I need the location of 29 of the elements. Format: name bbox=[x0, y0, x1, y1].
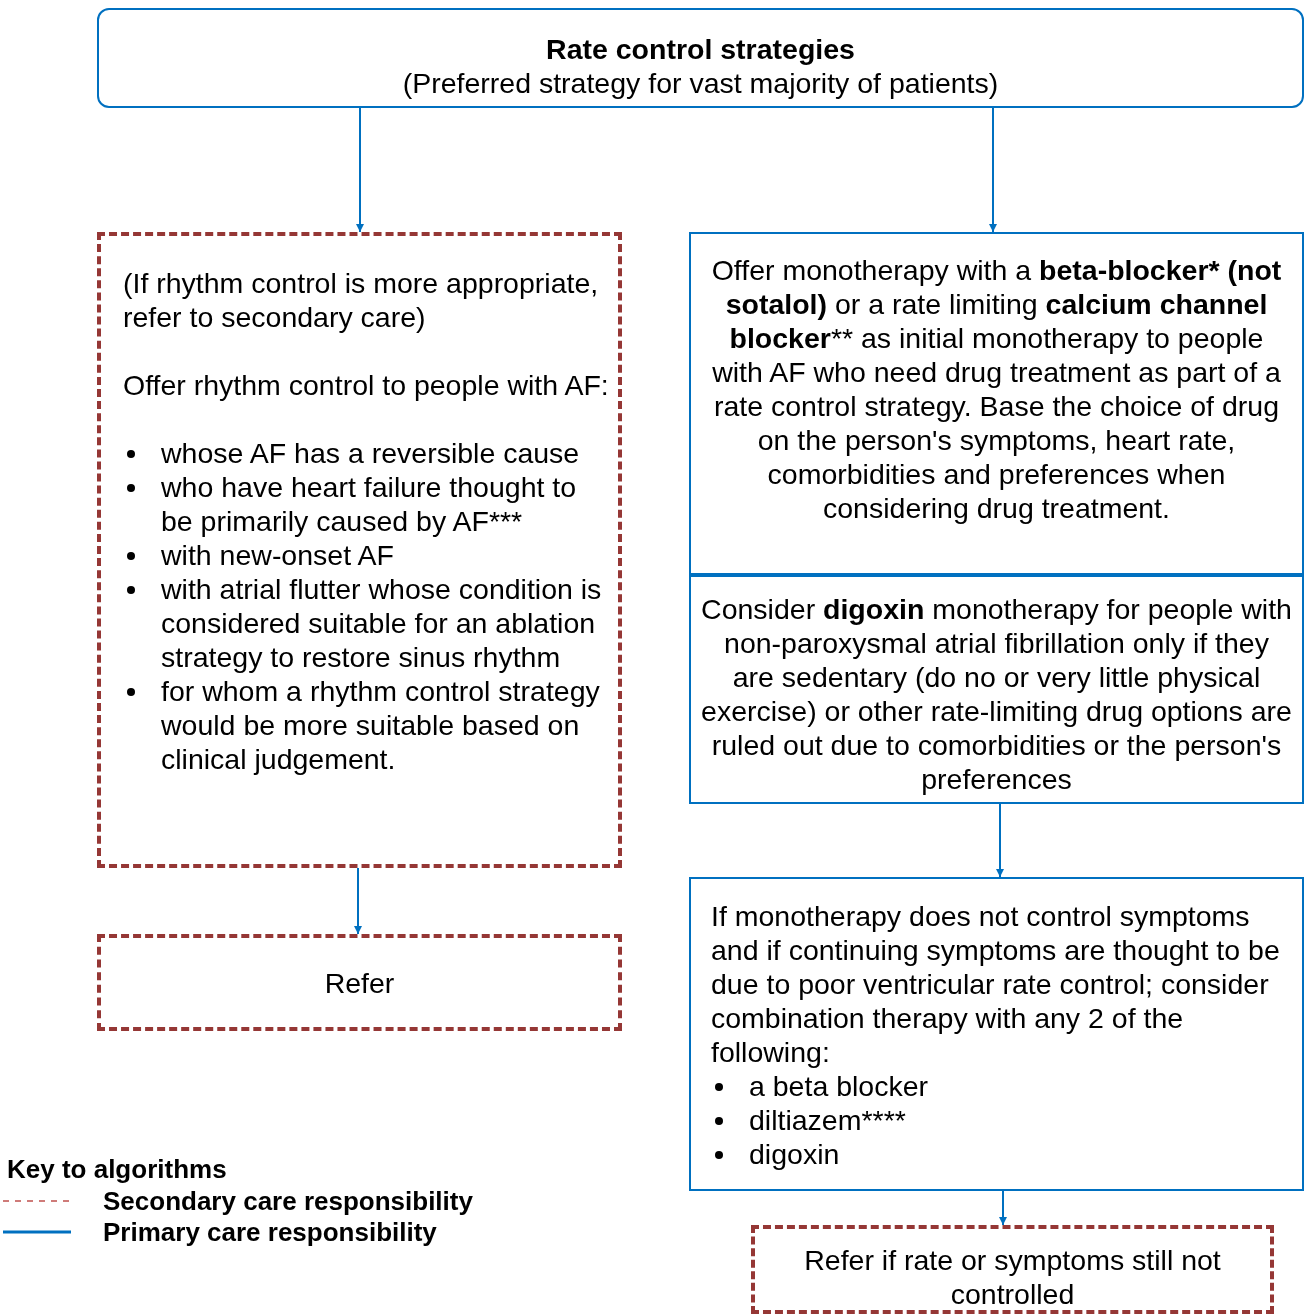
secondary-care-box bbox=[97, 934, 622, 1031]
secondary-care-box bbox=[751, 1225, 1274, 1314]
box-text: Refer bbox=[323, 966, 396, 1000]
primary-care-box bbox=[689, 877, 1304, 1191]
box-text: (Preferred strategy for vast majority of patients) bbox=[401, 66, 1000, 100]
bullet-item: whose AF has a reversible cause bbox=[123, 436, 610, 470]
bullet-item: a beta blocker bbox=[711, 1069, 1292, 1103]
bullet-item: for whom a rhythm control strategy would be more suitable based on clinical judgement. bbox=[123, 674, 610, 776]
secondary-care-box bbox=[97, 232, 622, 868]
arrow bbox=[989, 107, 997, 233]
legend-text: Primary care responsibility bbox=[103, 1217, 437, 1247]
box-text: Offer monotherapy with a beta-blocker* (not sotalol) or a rate limiting calcium channel blocker** as initial monotherapy to people with AF who need drug treatment as part of a rate control strategy. Base the choice of drug on the person's symptoms, heart rate, comorbidities and preferences when considering drug treatment. bbox=[710, 253, 1283, 525]
bullet-item: with new-onset AF bbox=[123, 538, 610, 572]
legend-text: Secondary care responsibility bbox=[103, 1186, 473, 1216]
arrow bbox=[356, 107, 364, 233]
bullet-item: diltiazem**** bbox=[711, 1103, 1292, 1137]
box-text: Offer rhythm control to people with AF: bbox=[123, 368, 610, 402]
box-text: (If rhythm control is more appropriate, refer to secondary care) bbox=[123, 266, 600, 334]
arrow bbox=[354, 867, 362, 935]
box-heading: Rate control strategies bbox=[545, 32, 856, 66]
box-text: Refer if rate or symptoms still not controlled bbox=[803, 1243, 1222, 1311]
arrow bbox=[999, 1190, 1007, 1226]
primary-care-box bbox=[689, 232, 1304, 575]
box-text: Consider digoxin monotherapy for people with non-paroxysmal atrial fibrillation only if they are sedentary (do no or very little physical exercise) or other rate-limiting drug options are ruled out due to comorbidities or the person's preferences bbox=[701, 592, 1292, 796]
arrow bbox=[996, 803, 1004, 878]
legend-title: Key to algorithms bbox=[7, 1154, 227, 1184]
primary-care-box bbox=[97, 8, 1304, 108]
box-text: If monotherapy does not control symptoms and if continuing symptoms are thought to be due to poor ventricular rate control; consider combination therapy with any 2 of the following: bbox=[711, 899, 1281, 1069]
bullet-item: digoxin bbox=[711, 1137, 1292, 1171]
